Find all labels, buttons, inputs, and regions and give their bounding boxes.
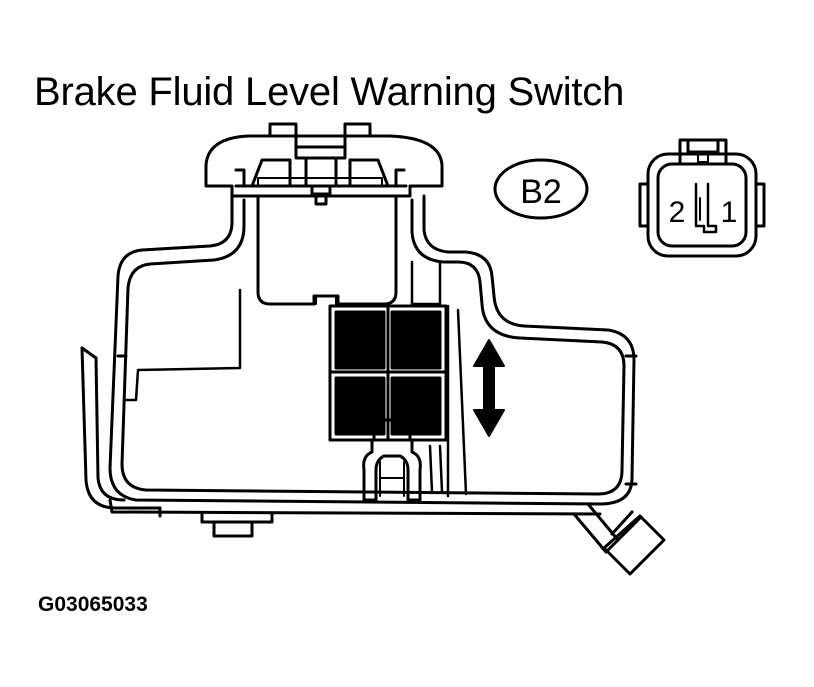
connector-code-text: B2 — [520, 173, 562, 211]
diagram-title: Brake Fluid Level Warning Switch — [34, 70, 625, 114]
figure-id: G03065033 — [38, 593, 148, 616]
up-down-arrow-icon — [473, 339, 505, 437]
connector-pin-1: 1 — [721, 196, 738, 229]
reservoir-body — [80, 194, 638, 538]
connector-pin-2: 2 — [669, 196, 686, 229]
reservoir-cap — [204, 122, 444, 206]
outlet-nozzle — [572, 502, 666, 576]
connector-code-label: B2 — [493, 158, 589, 220]
reed-switch — [362, 418, 422, 502]
connector-face: 2 1 — [638, 138, 766, 258]
